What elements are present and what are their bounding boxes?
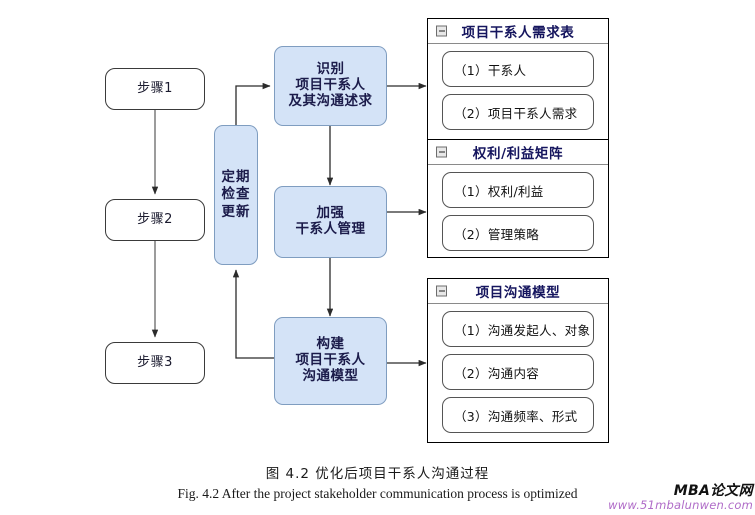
- panel-group-lower: 项目沟通模型 （1）沟通发起人、对象 （2）沟通内容 （3）沟通频率、形式: [427, 278, 609, 443]
- step-label-2: 步骤2: [137, 212, 173, 228]
- collapse-minus-icon[interactable]: [436, 146, 447, 158]
- list-item[interactable]: （3）沟通频率、形式: [442, 397, 594, 433]
- panel-group-upper: 项目干系人需求表 （1）干系人 （2）项目干系人需求 权利/利益矩阵 （1）权利…: [427, 18, 609, 258]
- list-item[interactable]: （1）干系人: [442, 51, 594, 87]
- watermark-brand: MBA论文网: [673, 483, 753, 499]
- list-item[interactable]: （2）项目干系人需求: [442, 94, 594, 130]
- step-box-1[interactable]: 步骤1: [105, 68, 205, 110]
- panel-title-power-interest-matrix: 权利/利益矩阵: [472, 146, 564, 162]
- figure-caption-chinese: 图 4.2 优化后项目干系人沟通过程: [265, 466, 490, 482]
- process-build-line-3: 沟通模型: [302, 367, 359, 384]
- periodic-review-box[interactable]: 定期 检查 更新: [214, 125, 258, 265]
- process-box-build-model[interactable]: 构建 项目干系人 沟通模型: [274, 317, 387, 405]
- periodic-review-lines: 定期 检查 更新: [222, 169, 251, 221]
- process-box-strengthen-lines: 加强 干系人管理: [295, 205, 366, 238]
- periodic-review-line-1: 定期: [221, 169, 251, 186]
- panel-header-stakeholder-requirements[interactable]: 项目干系人需求表: [428, 19, 608, 44]
- step-label-1: 步骤1: [137, 81, 173, 97]
- panel-title-communication-model: 项目沟通模型: [475, 285, 561, 301]
- collapse-minus-icon[interactable]: [436, 285, 447, 297]
- list-item[interactable]: （2）管理策略: [442, 215, 594, 251]
- process-strengthen-line-2: 干系人管理: [295, 221, 366, 237]
- panel-stakeholder-requirements: 项目干系人需求表 （1）干系人 （2）项目干系人需求: [428, 19, 608, 139]
- list-item[interactable]: （2）沟通内容: [442, 354, 594, 390]
- process-box-identify[interactable]: 识别 项目干系人 及其沟通述求: [274, 46, 387, 126]
- periodic-review-line-3: 更新: [221, 203, 251, 220]
- figure-caption-english: Fig. 4.2 After the project stakeholder c…: [177, 486, 578, 501]
- process-build-line-1: 构建: [316, 336, 345, 353]
- panel-title-stakeholder-requirements: 项目干系人需求表: [461, 25, 575, 41]
- process-strengthen-line-1: 加强: [316, 205, 345, 222]
- panel-header-communication-model[interactable]: 项目沟通模型: [428, 279, 608, 304]
- process-box-strengthen[interactable]: 加强 干系人管理: [274, 186, 387, 258]
- panel-communication-model: 项目沟通模型 （1）沟通发起人、对象 （2）沟通内容 （3）沟通频率、形式: [428, 279, 608, 442]
- panel-header-power-interest-matrix[interactable]: 权利/利益矩阵: [428, 140, 608, 165]
- step-label-3: 步骤3: [137, 355, 173, 371]
- process-identify-line-2: 项目干系人: [295, 77, 366, 94]
- panel-body-stakeholder-requirements: （1）干系人 （2）项目干系人需求: [428, 44, 608, 137]
- process-box-identify-lines: 识别 项目干系人 及其沟通述求: [288, 61, 373, 110]
- process-build-line-2: 项目干系人: [295, 352, 366, 369]
- process-identify-line-1: 识别: [316, 61, 345, 78]
- list-item[interactable]: （1）权利/利益: [442, 172, 594, 208]
- list-item[interactable]: （1）沟通发起人、对象: [442, 311, 594, 347]
- step-box-2[interactable]: 步骤2: [105, 199, 205, 241]
- watermark-url: www.51mbalunwen.com: [608, 498, 753, 512]
- panel-power-interest-matrix: 权利/利益矩阵 （1）权利/利益 （2）管理策略: [428, 139, 608, 257]
- process-box-build-model-lines: 构建 项目干系人 沟通模型: [295, 336, 366, 385]
- process-identify-line-3: 及其沟通述求: [288, 92, 373, 109]
- panel-body-communication-model: （1）沟通发起人、对象 （2）沟通内容 （3）沟通频率、形式: [428, 304, 608, 440]
- periodic-review-line-2: 检查: [221, 186, 251, 203]
- collapse-minus-icon[interactable]: [436, 25, 447, 37]
- panel-body-power-interest-matrix: （1）权利/利益 （2）管理策略: [428, 165, 608, 258]
- step-box-3[interactable]: 步骤3: [105, 342, 205, 384]
